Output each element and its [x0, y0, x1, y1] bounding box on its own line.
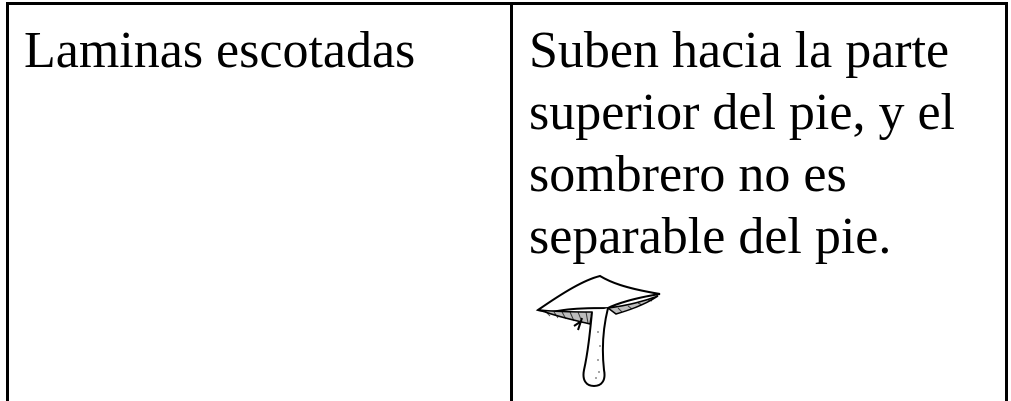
- column-divider: [510, 2, 513, 401]
- description-line: superior del pie, y el: [529, 84, 955, 141]
- description-line: Suben hacia la parte: [529, 22, 950, 79]
- description-line: separable del pie.: [529, 208, 892, 265]
- mushroom-emarginate-gills-icon: [535, 274, 661, 388]
- definition-table: [6, 2, 1008, 401]
- description-line: sombrero no es: [529, 146, 847, 203]
- description-cell: Suben hacia la parte superior del pie, y…: [529, 20, 999, 268]
- term-cell: Laminas escotadas: [24, 22, 416, 79]
